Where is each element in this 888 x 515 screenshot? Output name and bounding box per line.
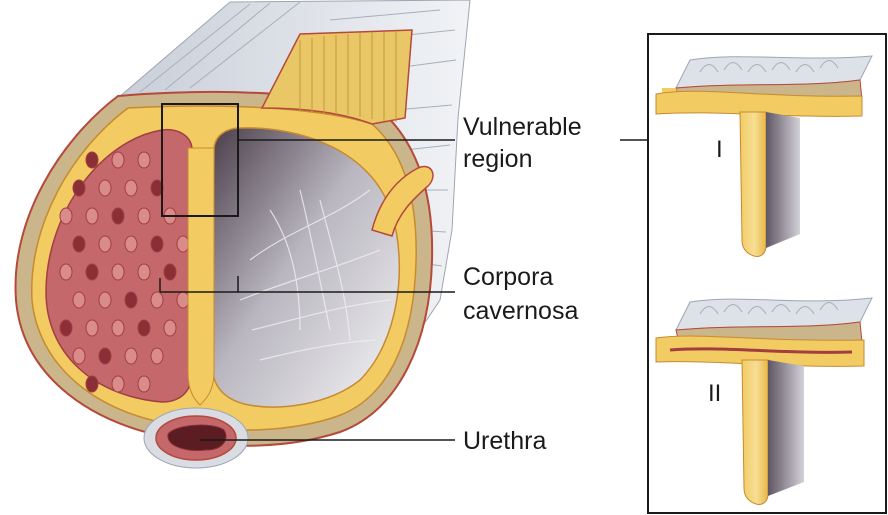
sinusoid — [73, 348, 85, 364]
inset-roman-one: I — [716, 136, 723, 164]
sinusoid — [112, 320, 124, 336]
sinusoid — [86, 264, 98, 280]
vulnerable-region-label-line1: Vulnerable — [463, 112, 582, 142]
sinusoid — [86, 152, 98, 168]
sinusoid — [86, 208, 98, 224]
sinusoid — [138, 208, 150, 224]
sinusoid — [73, 236, 85, 252]
sinusoid — [60, 208, 72, 224]
sinusoid — [125, 236, 137, 252]
sinusoid — [112, 152, 124, 168]
sinusoid — [99, 292, 111, 308]
sinusoid — [99, 180, 111, 196]
corpora-cavernosa-label-line1: Corpora — [463, 262, 553, 292]
sinusoid — [60, 320, 72, 336]
sinusoid — [99, 236, 111, 252]
sinusoid — [177, 236, 189, 252]
sinusoid — [73, 180, 85, 196]
corpora-cavernosa-label-line2: cavernosa — [463, 296, 578, 326]
urethra-lumen — [168, 425, 226, 450]
intercavernous-septum — [188, 148, 214, 405]
sinusoid — [177, 292, 189, 308]
inset-roman-two: II — [708, 380, 721, 408]
sinusoid — [125, 180, 137, 196]
sinusoid — [73, 292, 85, 308]
sinusoid — [164, 320, 176, 336]
sinusoid — [138, 152, 150, 168]
sinusoid — [151, 236, 163, 252]
sinusoid — [125, 292, 137, 308]
sinusoid — [112, 264, 124, 280]
sinusoid — [125, 348, 137, 364]
sinusoid — [138, 320, 150, 336]
sinusoid — [112, 376, 124, 392]
sinusoid — [86, 320, 98, 336]
inset-panel — [648, 34, 886, 513]
sinusoid — [164, 264, 176, 280]
urethra-label: Urethra — [463, 426, 546, 456]
vulnerable-region-label-line2: region — [463, 144, 533, 174]
penile-cross-section — [16, 0, 470, 468]
sinusoid — [138, 376, 150, 392]
sinusoid — [112, 208, 124, 224]
sinusoid — [99, 348, 111, 364]
sinusoid — [60, 264, 72, 280]
sinusoid — [138, 264, 150, 280]
sinusoid — [151, 292, 163, 308]
sinusoid — [151, 348, 163, 364]
sinusoid — [86, 376, 98, 392]
